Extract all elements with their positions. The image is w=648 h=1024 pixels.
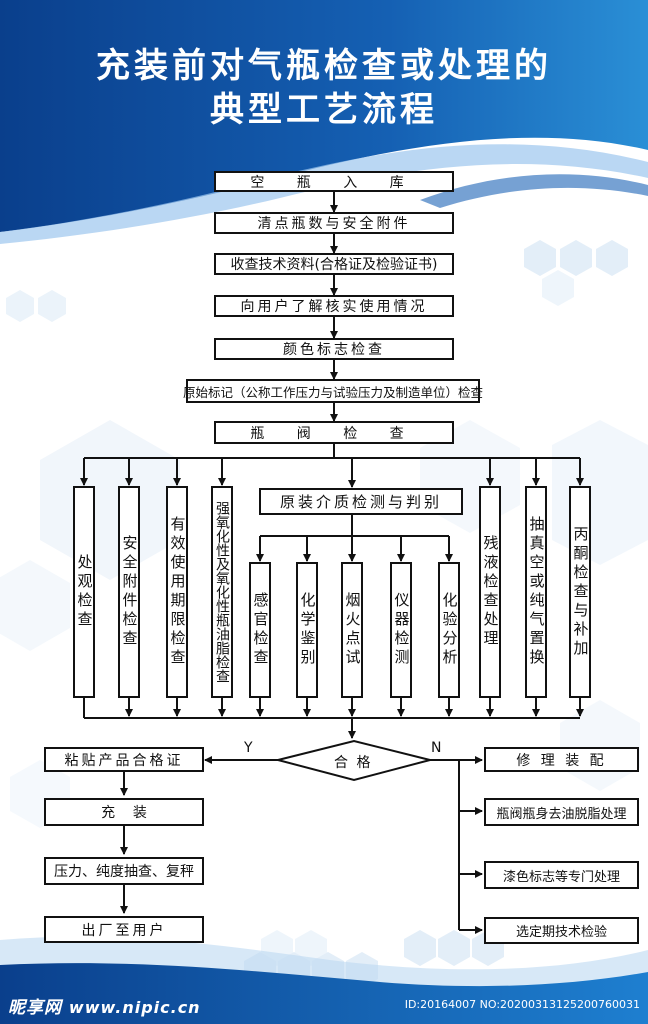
branch-safety-accessory-check: 安全附件检查 [118,486,140,698]
branch-oxidizer-grease-check: 强氧化性及氧化性瓶油脂检查 [211,486,233,698]
branch-validity-period-check: 有效使用期限检查 [166,486,188,698]
yes-filling: 充 装 [44,798,204,826]
branch-medium-detection: 原装介质检测与判别 [259,488,463,515]
step-original-mark-check: 原始标记（公称工作压力与试验压力及制造单位）检查 [183,379,483,403]
medium-sensory-check: 感官检查 [249,562,271,698]
branch-appearance-check-text: 处观检查 [75,554,94,630]
branch-safety-accessory-check-text: 安全附件检查 [120,535,139,649]
medium-lab-analysis-text: 化验分析 [440,592,459,668]
yes-ship-to-user: 出厂至用户 [44,916,204,943]
no-repair-assembly: 修 理 装 配 [484,747,639,772]
decision-yes-label: Y [244,740,253,756]
branch-oxidizer-grease-check-text: 强氧化性及氧化性瓶油脂检查 [214,501,230,683]
medium-flame-test-text: 烟火点试 [343,592,362,668]
yes-pressure-purity-check: 压力、纯度抽查、复秤 [44,857,204,885]
no-degrease-treatment: 瓶阀瓶身去油脱脂处理 [484,798,639,826]
top-banner-wave-2 [420,174,648,208]
branch-residue-treatment-text: 残液检查处理 [481,535,500,649]
branch-vacuum-replacement-text: 抽真空或纯气置换 [527,516,546,668]
decision-label: 合 格 [334,755,373,771]
step-valve-check: 瓶 阀 检 查 [214,421,454,444]
medium-flame-test: 烟火点试 [341,562,363,698]
medium-chemical-identification: 化学鉴别 [296,562,318,698]
branch-vacuum-replacement: 抽真空或纯气置换 [525,486,547,698]
step-count-cylinders: 清点瓶数与安全附件 [214,212,454,234]
branch-validity-period-check-text: 有效使用期限检查 [168,516,187,668]
no-paint-mark-treatment: 漆色标志等专门处理 [484,861,639,889]
decision-diamond [277,739,431,782]
top-banner-shape [0,0,648,232]
step-color-mark-check: 颜色标志检查 [214,338,454,360]
medium-instrument-test-text: 仪器检测 [392,592,411,668]
watermark-logo: 昵享网 www.nipic.cn [8,993,201,1018]
title-line-1: 充装前对气瓶检查或处理的 [96,46,552,86]
watermark-id: ID:20164007 NO:20200313125200760031 [404,998,640,1011]
bottom-wave-dark [0,963,648,1024]
no-periodic-inspection: 选定期技术检验 [484,917,639,944]
medium-lab-analysis: 化验分析 [438,562,460,698]
title-line-2: 典型工艺流程 [210,90,438,130]
medium-chemical-identification-text: 化学鉴别 [298,592,317,668]
top-banner-wave [0,144,648,244]
branch-acetone-check-text: 丙酮检查与补加 [571,525,590,659]
watermark-logo-text: 昵享网 [8,998,62,1018]
branch-appearance-check: 处观检查 [73,486,95,698]
step-check-technical-docs: 收查技术资料(合格证及检验证书) [214,253,454,275]
medium-instrument-test: 仪器检测 [390,562,412,698]
yes-attach-certificate: 粘贴产品合格证 [44,747,204,772]
watermark-url: www.nipic.cn [68,998,201,1017]
branch-acetone-check: 丙酮检查与补加 [569,486,591,698]
branch-residue-treatment: 残液检查处理 [479,486,501,698]
decision-no-label: N [431,740,442,756]
step-verify-usage: 向用户了解核实使用情况 [214,295,454,317]
step-empty-cylinder-storage: 空 瓶 入 库 [214,171,454,192]
medium-sensory-check-text: 感官检查 [251,592,270,668]
